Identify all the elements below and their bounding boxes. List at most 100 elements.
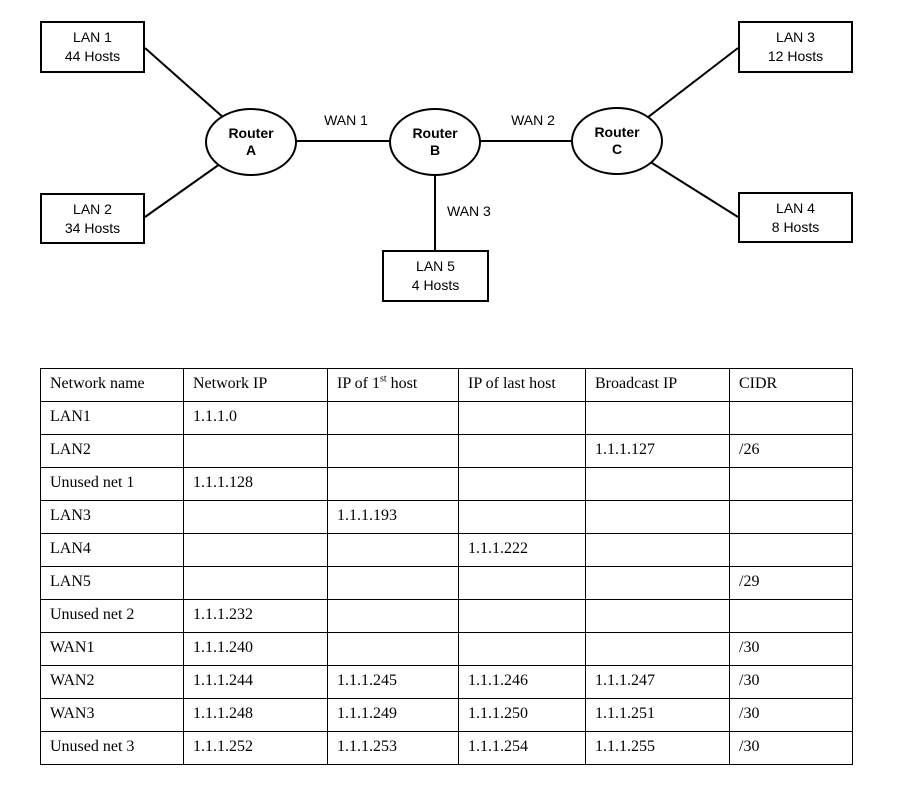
table-cell [327,566,459,600]
table-cell [183,566,328,600]
table-cell [183,500,328,534]
table-cell [327,599,459,633]
router-a-letter: A [245,142,257,158]
table-cell: 1.1.1.232 [183,599,328,633]
lan3-node: LAN 3 12 Hosts [738,21,853,73]
table-cell [327,467,459,501]
table-cell: 1.1.1.249 [327,698,459,732]
column-header: Network name [40,368,184,402]
table-cell: 1.1.1.245 [327,665,459,699]
table-cell: 1.1.1.250 [458,698,586,732]
table-cell: LAN3 [40,500,184,534]
wan1-link-label: WAN 1 [320,112,372,128]
lan3-title: LAN 3 [776,29,815,45]
table-cell [458,467,586,501]
network-topology-diagram: LAN 1 44 Hosts LAN 2 34 Hosts LAN 3 12 H… [0,0,904,340]
table-cell [585,401,730,435]
router-c-letter: C [611,141,623,157]
table-cell: LAN2 [40,434,184,468]
table-cell [327,533,459,567]
lan2-title: LAN 2 [73,200,112,217]
table-cell: 1.1.1.248 [183,698,328,732]
table-cell: 1.1.1.240 [183,632,328,666]
table-row: LAN4 1.1.1.222 [40,533,853,567]
lan4-node: LAN 4 8 Hosts [738,192,853,243]
table-cell: /30 [729,698,853,732]
table-cell: /26 [729,434,853,468]
table-cell [729,599,853,633]
lan1-title: LAN 1 [73,29,112,45]
table-cell: Unused net 1 [40,467,184,501]
column-header: Broadcast IP [585,368,730,402]
table-cell: /30 [729,632,853,666]
column-header: CIDR [729,368,853,402]
table-cell [183,533,328,567]
table-cell [585,467,730,501]
table-cell: 1.1.1.128 [183,467,328,501]
lan5-title: LAN 5 [416,258,455,274]
lan5-node: LAN 5 4 Hosts [382,250,489,302]
table-cell: Unused net 3 [40,731,184,765]
table-cell: Unused net 2 [40,599,184,633]
lan3-hosts: 12 Hosts [767,48,824,64]
table-cell: 1.1.1.222 [458,533,586,567]
router-b-label: Router [412,125,458,141]
router-b-node: Router B [389,108,481,176]
table-cell: WAN3 [40,698,184,732]
router-b-letter: B [429,142,441,158]
wan3-link-label: WAN 3 [445,203,497,219]
table-cell: /29 [729,566,853,600]
table-cell: 1.1.1.0 [183,401,328,435]
table-cell [458,401,586,435]
table-cell: 1.1.1.255 [585,731,730,765]
table-cell: 1.1.1.253 [327,731,459,765]
column-header: IP of 1st host [327,368,459,402]
table-cell [729,401,853,435]
table-cell [458,434,586,468]
lan1-hosts: 44 Hosts [64,48,121,64]
table-cell [327,434,459,468]
lan1-node: LAN 1 44 Hosts [40,21,145,73]
table-row: LAN5/29 [40,566,853,600]
table-cell [729,533,853,567]
table-cell: /30 [729,731,853,765]
wan2-link-label: WAN 2 [507,112,559,128]
table-cell [458,566,586,600]
table-cell: 1.1.1.246 [458,665,586,699]
table-cell [327,401,459,435]
table-cell [458,632,586,666]
table-cell: LAN4 [40,533,184,567]
table-cell [585,632,730,666]
table-cell: 1.1.1.244 [183,665,328,699]
table-cell: WAN2 [40,665,184,699]
lan4-hosts: 8 Hosts [771,218,820,235]
column-header: Network IP [183,368,328,402]
table-cell [458,599,586,633]
lan5-hosts: 4 Hosts [411,277,460,293]
table-cell: 1.1.1.254 [458,731,586,765]
table-cell: 1.1.1.251 [585,698,730,732]
table-cell: 1.1.1.247 [585,665,730,699]
table-cell [458,500,586,534]
table-cell: LAN1 [40,401,184,435]
table-cell [585,500,730,534]
column-header: IP of last host [458,368,586,402]
table-cell: 1.1.1.127 [585,434,730,468]
lan2-node: LAN 2 34 Hosts [40,193,145,244]
router-c-node: Router C [571,107,663,175]
table-cell: LAN5 [40,566,184,600]
table-cell: 1.1.1.252 [183,731,328,765]
table-cell [327,632,459,666]
lan2-hosts: 34 Hosts [64,219,121,236]
